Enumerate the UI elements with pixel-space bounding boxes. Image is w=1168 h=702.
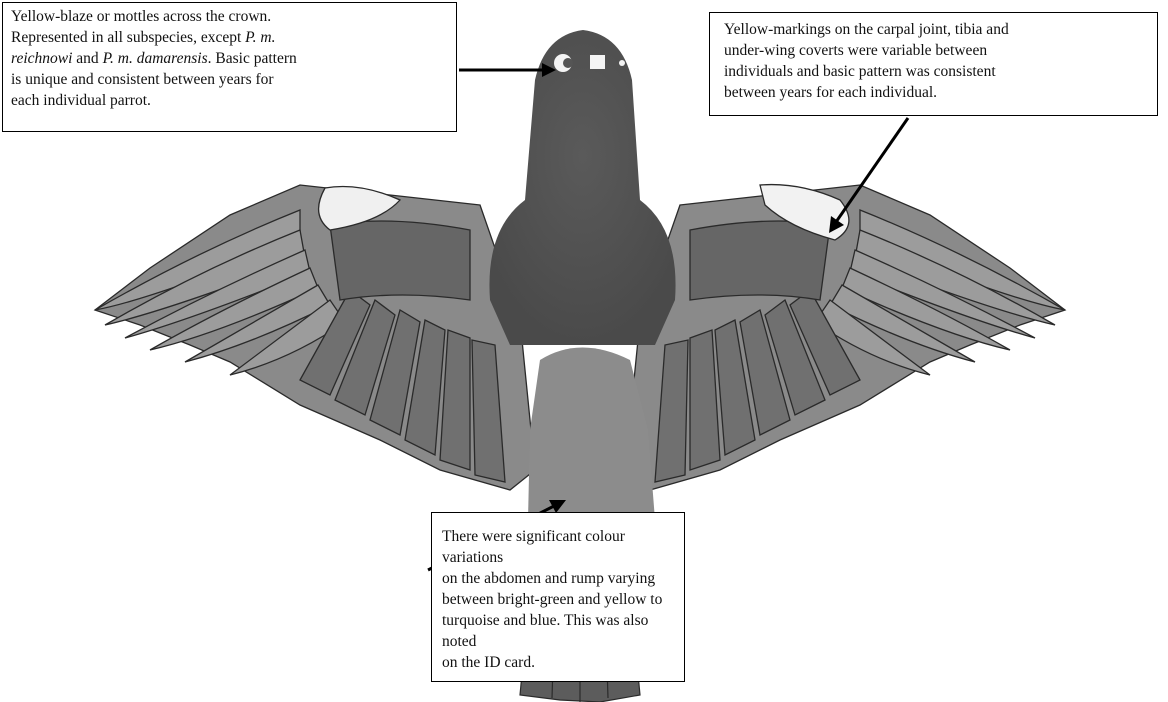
crown-callout-line: is unique and consistent between years f… (11, 69, 448, 90)
abdomen-callout-line: on the abdomen and rump varying (442, 568, 676, 589)
species-name: reichnowi (11, 50, 72, 67)
crown-callout-text: and (76, 50, 98, 67)
crown-callout-line: Yellow-blaze or mottles across the crown… (11, 6, 448, 27)
wing-callout: Yellow-markings on the carpal joint, tib… (709, 12, 1158, 116)
right-wing (625, 185, 1065, 490)
left-wing (95, 185, 535, 490)
abdomen-callout-line: There were significant colour variations (442, 526, 676, 568)
abdomen-callout-line: on the ID card. (442, 652, 676, 673)
species-name: P. m. damarensis (103, 50, 208, 67)
abdomen-callout: There were significant colour variations… (431, 512, 685, 682)
abdomen-callout-line: turquoise and blue. This was also noted (442, 610, 676, 652)
crown-callout-text: . Basic pattern (208, 50, 297, 67)
crown-callout-line: reichnowi and P. m. damarensis. Basic pa… (11, 48, 448, 69)
crown-callout-line: Represented in all subspecies, except P.… (11, 27, 448, 48)
wing-callout-line: Yellow-markings on the carpal joint, tib… (724, 19, 1149, 40)
wing-callout-line: under-wing coverts were variable between (724, 40, 1149, 61)
wing-callout-line: individuals and basic pattern was consis… (724, 61, 1149, 82)
abdomen-callout-line: between bright-green and yellow to (442, 589, 676, 610)
crown-callout-text: Represented in all subspecies, except (11, 29, 241, 46)
crown-callout: Yellow-blaze or mottles across the crown… (2, 2, 457, 132)
crown-callout-line: each individual parrot. (11, 90, 448, 111)
species-name: P. m. (245, 29, 275, 46)
wing-callout-line: between years for each individual. (724, 82, 1149, 103)
